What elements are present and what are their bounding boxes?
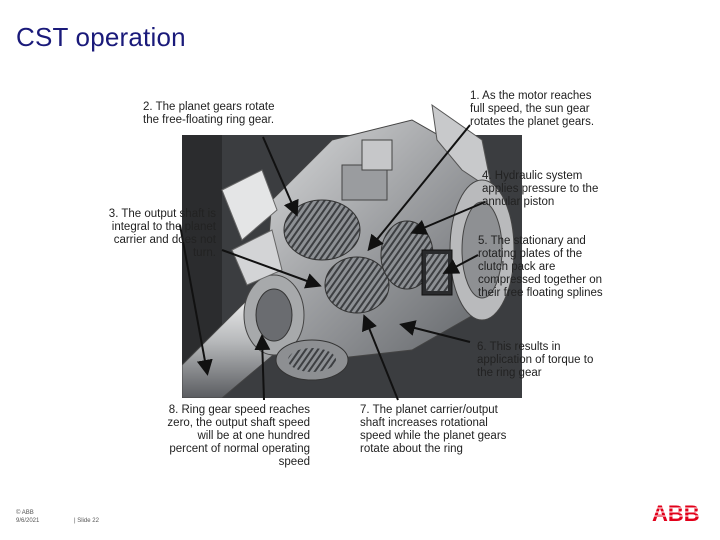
abb-logo: ABB bbox=[652, 502, 704, 524]
callout-2: 2. The planet gears rotate the free-floa… bbox=[143, 101, 293, 127]
footer-slide-number: | Slide 22 bbox=[74, 518, 99, 525]
arrow-2 bbox=[263, 137, 296, 213]
callout-5: 5. The stationary and rotating plates of… bbox=[478, 235, 618, 300]
arrow-4 bbox=[414, 202, 485, 232]
abb-logo-text: ABB bbox=[652, 502, 700, 524]
footer-date: 9/6/2021 bbox=[16, 518, 39, 525]
arrow-8 bbox=[262, 338, 264, 400]
arrow-5 bbox=[446, 255, 478, 272]
callout-4: 4. Hydraulic system applies pressure to … bbox=[482, 170, 612, 209]
arrow-3 bbox=[222, 250, 318, 285]
callout-7: 7. The planet carrier/output shaft incre… bbox=[360, 404, 525, 456]
callout-8: 8. Ring gear speed reaches zero, the out… bbox=[150, 404, 310, 469]
callout-3: 3. The output shaft is integral to the p… bbox=[96, 208, 216, 260]
arrow-7 bbox=[365, 318, 398, 400]
footer-copyright: © ABB bbox=[16, 510, 34, 517]
callout-6: 6. This results in application of torque… bbox=[477, 341, 607, 380]
callout-1: 1. As the motor reaches full speed, the … bbox=[470, 90, 605, 129]
arrow-6 bbox=[403, 325, 470, 342]
